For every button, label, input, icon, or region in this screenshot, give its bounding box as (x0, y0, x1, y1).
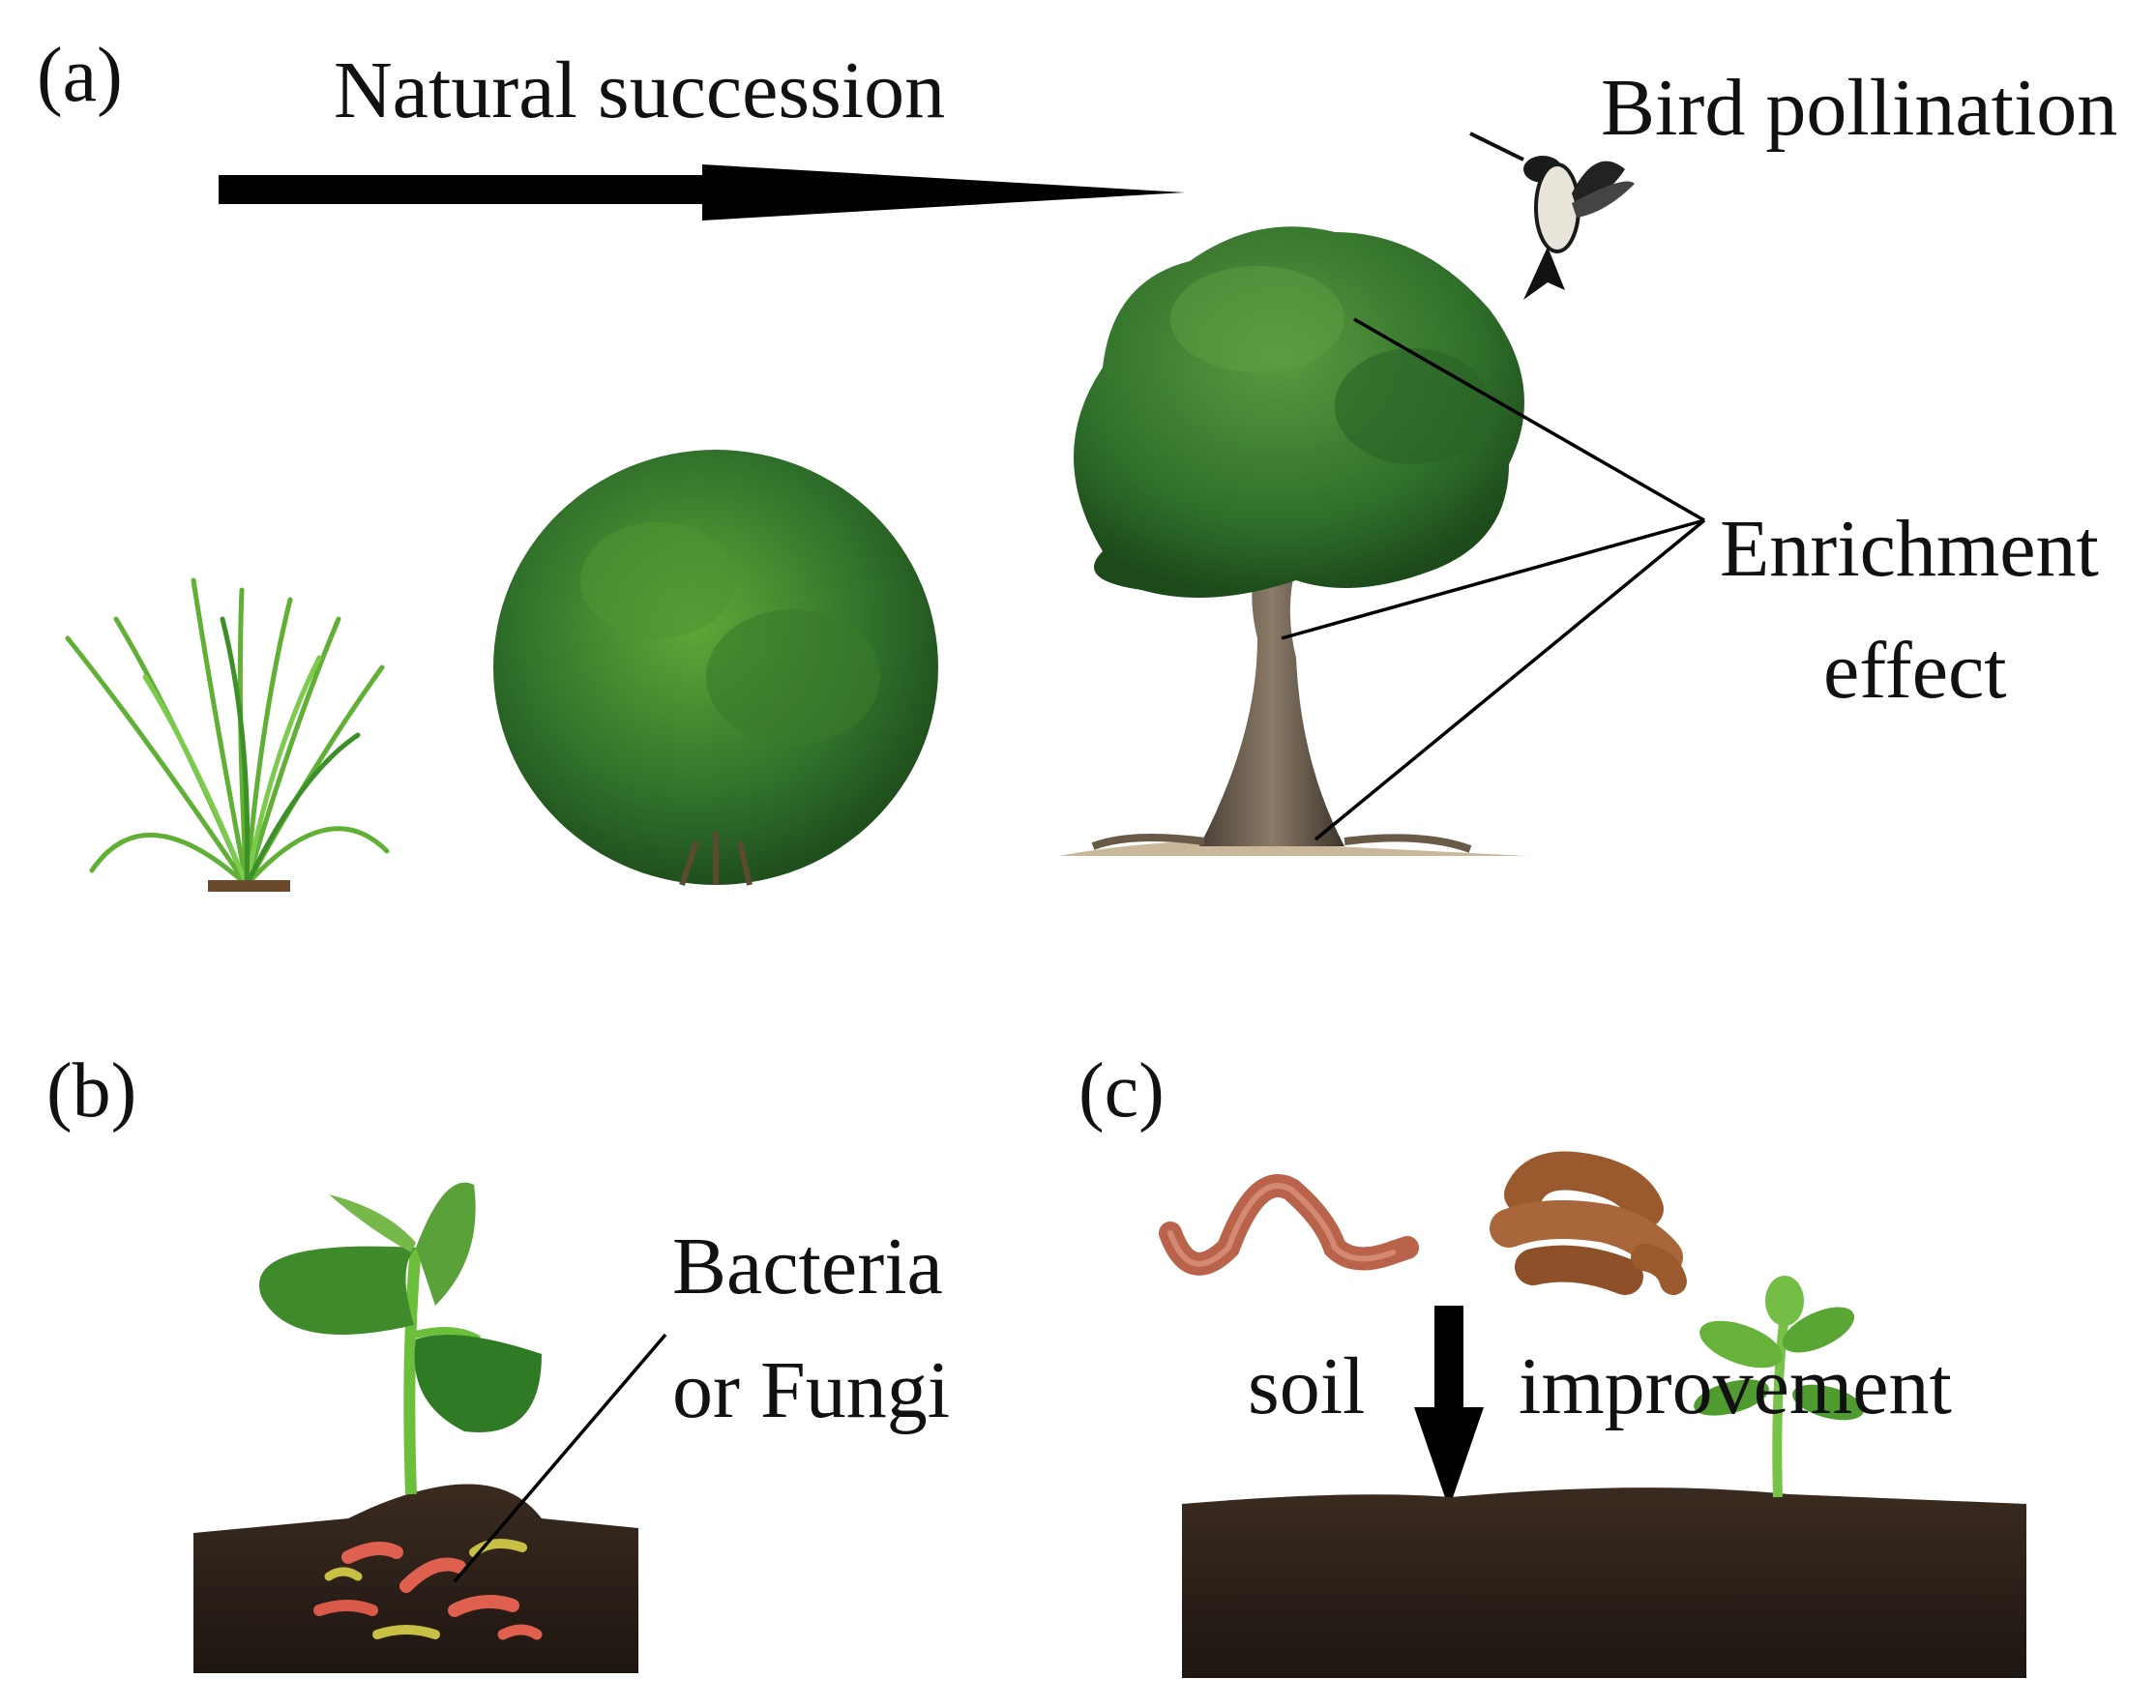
microbe-pointer-line (453, 1333, 667, 1583)
tree-icon (1059, 226, 1528, 856)
improvement-label: improvement (1519, 1341, 1952, 1431)
natural-succession-label: Natural succession (334, 45, 946, 135)
panel-c-label: (c) (1078, 1048, 1165, 1134)
hummingbird-icon (1469, 132, 1635, 300)
bacteria-label: Bacteria (672, 1222, 943, 1311)
worm-cast-icon (1490, 1151, 1687, 1295)
soil-down-arrow (1414, 1306, 1484, 1509)
grass-plant-icon (65, 577, 390, 888)
grass-base-icon (208, 880, 290, 892)
earthworm-icon (1159, 1174, 1419, 1276)
enrichment-label: Enrichment (1720, 504, 2099, 594)
seedling-soil-icon (193, 1182, 638, 1673)
shrub-icon (493, 450, 938, 886)
soil-sprout-icon (1182, 1276, 2026, 1678)
panel-a-label: (a) (37, 33, 123, 118)
soil-label: soil (1248, 1341, 1366, 1431)
succession-arrow (219, 164, 1185, 221)
enrichment-effect-label: effect (1823, 626, 2007, 716)
bird-pollination-label: Bird pollination (1601, 63, 2118, 153)
or-fungi-label: or Fungi (672, 1345, 951, 1435)
panel-b-label: (b) (46, 1048, 137, 1134)
enrichment-pointer-lines (1281, 317, 1706, 841)
